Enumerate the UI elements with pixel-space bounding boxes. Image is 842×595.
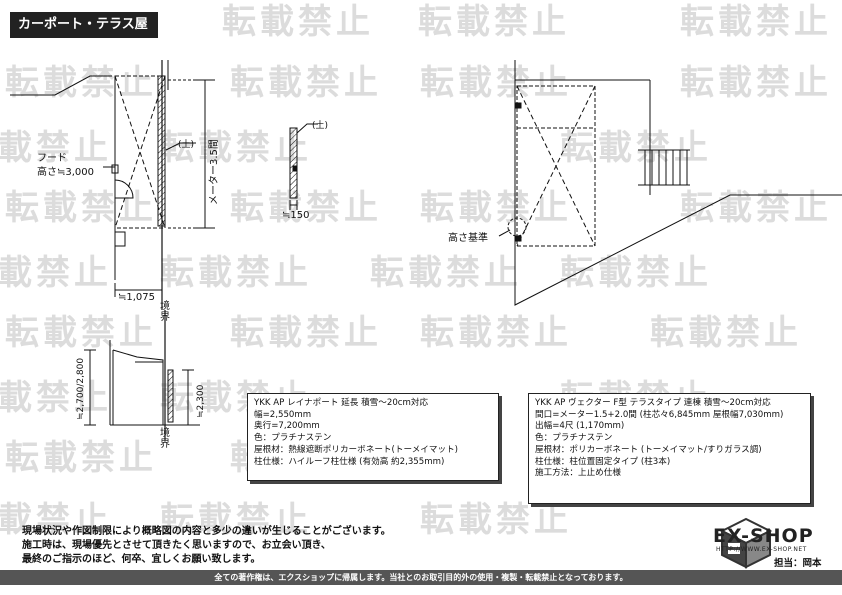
watermark: 転載禁止 [420,313,572,353]
watermark: 転載禁止 [230,313,382,353]
watermark: 転載禁止 [420,63,572,103]
height-2700-label: ≒2,700/2,800 [76,357,86,420]
spec-line: YKK AP ヴェクター F型 テラスタイプ 連棟 積雪～20cm対応 [535,398,771,408]
spec-carport: YKK AP レイナポート 延長 積雪～20cm対応 幅=2,550mm 奥行=… [247,393,499,481]
ground-label: (土) [312,121,329,131]
carport-cross [114,75,166,229]
watermark: 転載禁止 [680,2,832,42]
copyright-footer: 全ての著作権は、エクスショップに帰属します。当社とのお取引目的外の使用・複製・転… [0,570,842,585]
door-arc [114,179,134,199]
watermark: 転載禁止 [680,63,832,103]
note-line: 最終のご指示のほど、何卒、宜しくお願い致します。 [22,554,261,565]
spec-line: 幅=2,550mm [254,409,312,420]
watermark: 転載禁止 [5,188,157,228]
offset-1075-label: ≒1,075 [118,292,156,303]
hatched-wall [157,75,166,227]
site-outline [514,60,842,306]
meter-dimension-label: メーター3.5間 [209,139,220,205]
watermark: 転載禁止 [0,128,112,168]
spec-line: 柱仕様：柱位置固定タイプ (柱3本) [535,456,671,467]
terrace-cross [516,85,596,247]
watermark: 転載禁止 [560,128,712,168]
disclaimer-notes: 現場状況や作図制限により概略図の内容と多少の違いが生じることがございます。 施工… [22,525,391,567]
post [114,231,126,247]
watermark: 転載禁止 [370,253,522,293]
offset-150-label: ≒150 [282,210,310,221]
watermark: 転載禁止 [5,313,157,353]
watermark: 転載禁止 [560,253,712,293]
watermark: 転載禁止 [418,2,570,42]
exshop-logo-icon [719,517,773,569]
terrace-roof [516,85,596,247]
page-title: カーポート・テラス屋根 [10,12,158,58]
watermark: 転載禁止 [230,63,382,103]
watermark: 転載禁止 [420,500,572,540]
spec-line: 奥行=7,200mm [254,421,320,432]
watermark: 転載禁止 [222,2,374,42]
stairs [638,149,690,186]
logo-name: EX-SHOP [713,525,814,547]
boundary-label: 境界 [160,301,170,323]
spec-line: 施工方法：上止め仕様 [535,468,621,479]
spec-line: YKK AP レイナポート 延長 積雪～20cm対応 [254,398,429,408]
spec-line: 間口=メーター1.5+2.0間 (柱芯々6,845mm 屋根幅7,030mm) [535,409,784,420]
staff-label: 担当：岡本 [774,558,822,569]
watermark: 転載禁止 [160,500,312,540]
spec-line: 色：プラチナステン [535,433,613,444]
ground-label: (土) [178,140,195,150]
watermark: 転載禁止 [420,188,572,228]
watermark: 転載禁止 [5,438,157,478]
spec-line: 色：プラチナステン [254,433,332,444]
watermark: 転載禁止 [160,253,312,293]
spec-line: 柱仕様：ハイルーフ柱仕様 (有効高 約2,355mm) [254,456,445,467]
hood-label: フード [37,153,67,164]
note-line: 施工時は、現場優先とさせて頂きたく思いますので、お立会い頂き、 [22,540,331,551]
watermark: 転載禁止 [650,313,802,353]
site-outline [10,75,112,96]
spec-line: 屋根材：ポリカーボネート (トーメイマット/すりガラス調) [535,444,762,455]
watermark: 転載禁止 [0,500,112,540]
note-line: 現場状況や作図制限により概略図の内容と多少の違いが生じることがございます。 [22,526,391,537]
hood [111,164,119,174]
height-2300-label: ≒2,300 [196,384,206,418]
watermark: 転載禁止 [0,253,112,293]
watermark: 転載禁止 [5,63,157,103]
spec-line: 屋根材：熱線遮断ポリカーボネート(トーメイマット) [254,444,459,455]
carport-elevation-roof [112,349,164,425]
height-reference-label: 高さ基準 [448,233,488,244]
watermark: 転載禁止 [160,128,312,168]
watermark: 転載禁止 [230,188,382,228]
logo-url: HTTP://WWW.EX-SHOP.NET [716,546,807,553]
spec-line: 出幅=4尺 (1,170mm) [535,421,625,432]
boundary-label: 境界 [160,428,170,450]
spec-terrace: YKK AP ヴェクター F型 テラスタイプ 連棟 積雪～20cm対応 間口=メ… [528,393,811,504]
height-reference-marker [507,217,527,237]
hood-height-label: 高さ≒3,000 [37,167,95,178]
section-wall [289,127,298,199]
